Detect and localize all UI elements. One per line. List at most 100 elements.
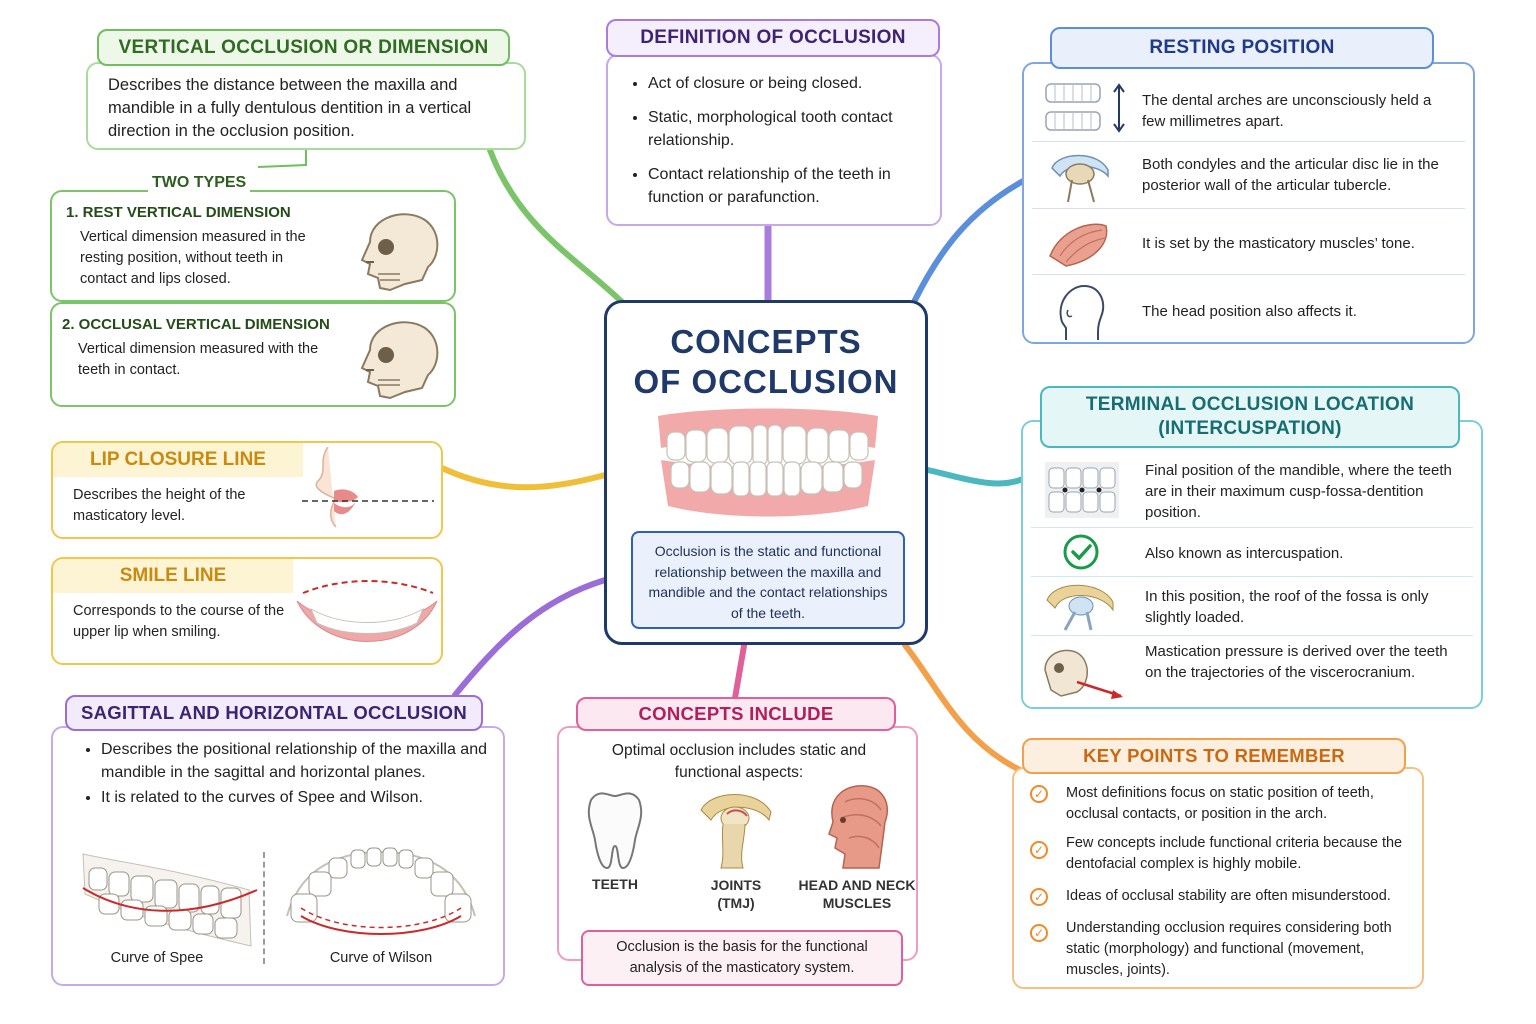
head-icon xyxy=(1059,284,1105,340)
keypoint-row: ✓ Few concepts include functional criter… xyxy=(1030,833,1414,875)
teeth-apart-icon xyxy=(1045,83,1125,133)
curve-of-spee-icon xyxy=(82,853,258,947)
resting-row-2: Both condyles and the articular disc lie… xyxy=(1142,156,1439,194)
terminal-title: TERMINAL OCCLUSION LOCATION (INTERCUSPAT… xyxy=(1040,386,1460,448)
smile-icon xyxy=(296,580,438,642)
keypoint-row: ✓ Most definitions focus on static posit… xyxy=(1030,783,1414,825)
terminal-title-line1: TERMINAL OCCLUSION LOCATION xyxy=(1085,394,1415,415)
condyle-icon xyxy=(1051,154,1109,203)
definition-item: Contact relationship of the teeth in fun… xyxy=(648,163,926,209)
type1-title: 1. REST VERTICAL DIMENSION xyxy=(66,204,291,221)
sagittal-panel: Describes the positional relationship of… xyxy=(51,726,505,986)
connector-sagittal xyxy=(452,577,608,698)
center-panel: CONCEPTS OF OCCLUSION Occlusio xyxy=(604,300,928,645)
viscerocranium-icon xyxy=(1044,649,1123,699)
smile-text: Corresponds to the course of the upper l… xyxy=(73,603,285,640)
keypoint-text: Few concepts include functional criteria… xyxy=(1066,835,1403,872)
keypoint-text: Understanding occlusion requires conside… xyxy=(1066,920,1392,978)
check-circle-icon: ✓ xyxy=(1030,785,1048,803)
lip-text: Describes the height of the masticatory … xyxy=(73,487,246,524)
definition-panel: Act of closure or being closed. Static, … xyxy=(606,54,942,226)
keypoint-text: Most definitions focus on static positio… xyxy=(1066,785,1374,822)
caption-spee: Curve of Spee xyxy=(110,950,204,966)
keypoint-row: ✓ Understanding occlusion requires consi… xyxy=(1030,918,1414,981)
vertical-title: VERTICAL OCCLUSION OR DIMENSION xyxy=(97,29,510,66)
vertical-panel: Describes the distance between the maxil… xyxy=(86,62,526,150)
terminal-row-1: Final position of the mandible, where th… xyxy=(1145,462,1452,521)
resting-panel: The dental arches are unconsciously held… xyxy=(1022,62,1475,344)
sagittal-title: SAGITTAL AND HORIZONTAL OCCLUSION xyxy=(65,695,483,731)
resting-row-1: The dental arches are unconsciously held… xyxy=(1142,92,1432,130)
terminal-row-3: In this position, the roof of the fossa … xyxy=(1145,588,1429,626)
label-muscles-line2: MUSCLES xyxy=(822,895,892,911)
caption-wilson: Curve of Wilson xyxy=(329,950,433,966)
definition-item: Static, morphological tooth contact rela… xyxy=(648,106,926,152)
concepts-panel: Optimal occlusion includes static and fu… xyxy=(557,726,918,961)
two-types-label: TWO TYPES xyxy=(148,174,251,192)
connector-vertical xyxy=(487,147,628,308)
label-joints: JOINTS (TMJ) xyxy=(691,876,781,912)
resting-row-3: It is set by the masticatory muscles’ to… xyxy=(1142,235,1415,252)
check-circle-icon: ✓ xyxy=(1030,841,1048,859)
label-joints-line1: JOINTS xyxy=(710,877,762,893)
connector-lip xyxy=(439,465,608,491)
resting-title: RESTING POSITION xyxy=(1050,27,1434,69)
smile-title: SMILE LINE xyxy=(53,559,293,593)
resting-row-4: The head position also affects it. xyxy=(1142,303,1357,320)
label-muscles-line1: HEAD AND NECK xyxy=(798,877,916,893)
terminal-row-4: Mastication pressure is derived over the… xyxy=(1145,643,1448,681)
type1-text: Vertical dimension measured in the resti… xyxy=(80,229,306,287)
sagittal-item: It is related to the curves of Spee and … xyxy=(101,786,487,809)
curve-divider xyxy=(263,852,265,964)
label-teeth: TEETH xyxy=(592,876,638,892)
sagittal-list: Describes the positional relationship of… xyxy=(79,738,487,809)
keypoints-title: KEY POINTS TO REMEMBER xyxy=(1022,738,1406,774)
muscle-icon xyxy=(1049,223,1108,267)
type2-title: 2. OCCLUSAL VERTICAL DIMENSION xyxy=(62,316,330,333)
connector-terminal xyxy=(925,467,1028,487)
fossa-icon xyxy=(1046,584,1114,631)
center-title-line2: OF OCCLUSION xyxy=(633,363,899,400)
connector-two-types xyxy=(257,148,307,168)
lip-panel: LIP CLOSURE LINE Describes the height of… xyxy=(51,441,443,539)
definition-list: Act of closure or being closed. Static, … xyxy=(626,72,926,209)
concepts-title: CONCEPTS INCLUDE xyxy=(576,697,896,731)
center-title-line1: CONCEPTS xyxy=(670,323,862,360)
keypoint-text: Ideas of occlusal stability are often mi… xyxy=(1066,888,1391,904)
keypoints-panel: ✓ Most definitions focus on static posit… xyxy=(1012,767,1424,989)
checkmark-icon xyxy=(1063,534,1099,570)
lip-title: LIP CLOSURE LINE xyxy=(53,443,303,477)
skull-icon-2 xyxy=(360,321,439,400)
lips-icon xyxy=(302,447,434,528)
curve-of-wilson-icon xyxy=(286,847,476,935)
vertical-text: Describes the distance between the maxil… xyxy=(108,76,472,140)
center-note: Occlusion is the static and functional r… xyxy=(631,531,905,629)
terminal-title-line2: (INTERCUSPATION) xyxy=(1158,418,1342,439)
terminal-row-2: Also known as intercuspation. xyxy=(1145,545,1344,562)
dentition-icon xyxy=(658,408,878,517)
sagittal-item: Describes the positional relationship of… xyxy=(101,738,487,784)
head-muscles-icon xyxy=(828,785,888,869)
skull-icon xyxy=(360,213,439,292)
definition-item: Act of closure or being closed. xyxy=(648,72,926,95)
connector-concepts xyxy=(732,637,748,701)
definition-title: DEFINITION OF OCCLUSION xyxy=(606,19,940,57)
terminal-panel: Final position of the mandible, where th… xyxy=(1021,420,1483,709)
intercuspation-teeth-icon xyxy=(1045,462,1119,518)
label-joints-line2: (TMJ) xyxy=(717,895,755,911)
check-circle-icon: ✓ xyxy=(1030,924,1048,942)
smile-panel: SMILE LINE Corresponds to the course of … xyxy=(51,557,443,665)
concepts-footer: Occlusion is the basis for the functiona… xyxy=(581,930,903,986)
concepts-intro: Optimal occlusion includes static and fu… xyxy=(611,742,867,781)
connector-keypoints xyxy=(902,642,1023,773)
tmj-joint-icon xyxy=(700,794,772,869)
keypoint-row: ✓ Ideas of occlusal stability are often … xyxy=(1030,886,1414,907)
check-circle-icon: ✓ xyxy=(1030,888,1048,906)
type2-panel: 2. OCCLUSAL VERTICAL DIMENSION Vertical … xyxy=(50,302,456,407)
type2-text: Vertical dimension measured with the tee… xyxy=(78,341,319,378)
label-muscles: HEAD AND NECK MUSCLES xyxy=(795,876,919,912)
connector-resting xyxy=(912,177,1028,303)
type1-panel: 1. REST VERTICAL DIMENSION Vertical dime… xyxy=(50,190,456,302)
tooth-icon xyxy=(587,792,643,870)
